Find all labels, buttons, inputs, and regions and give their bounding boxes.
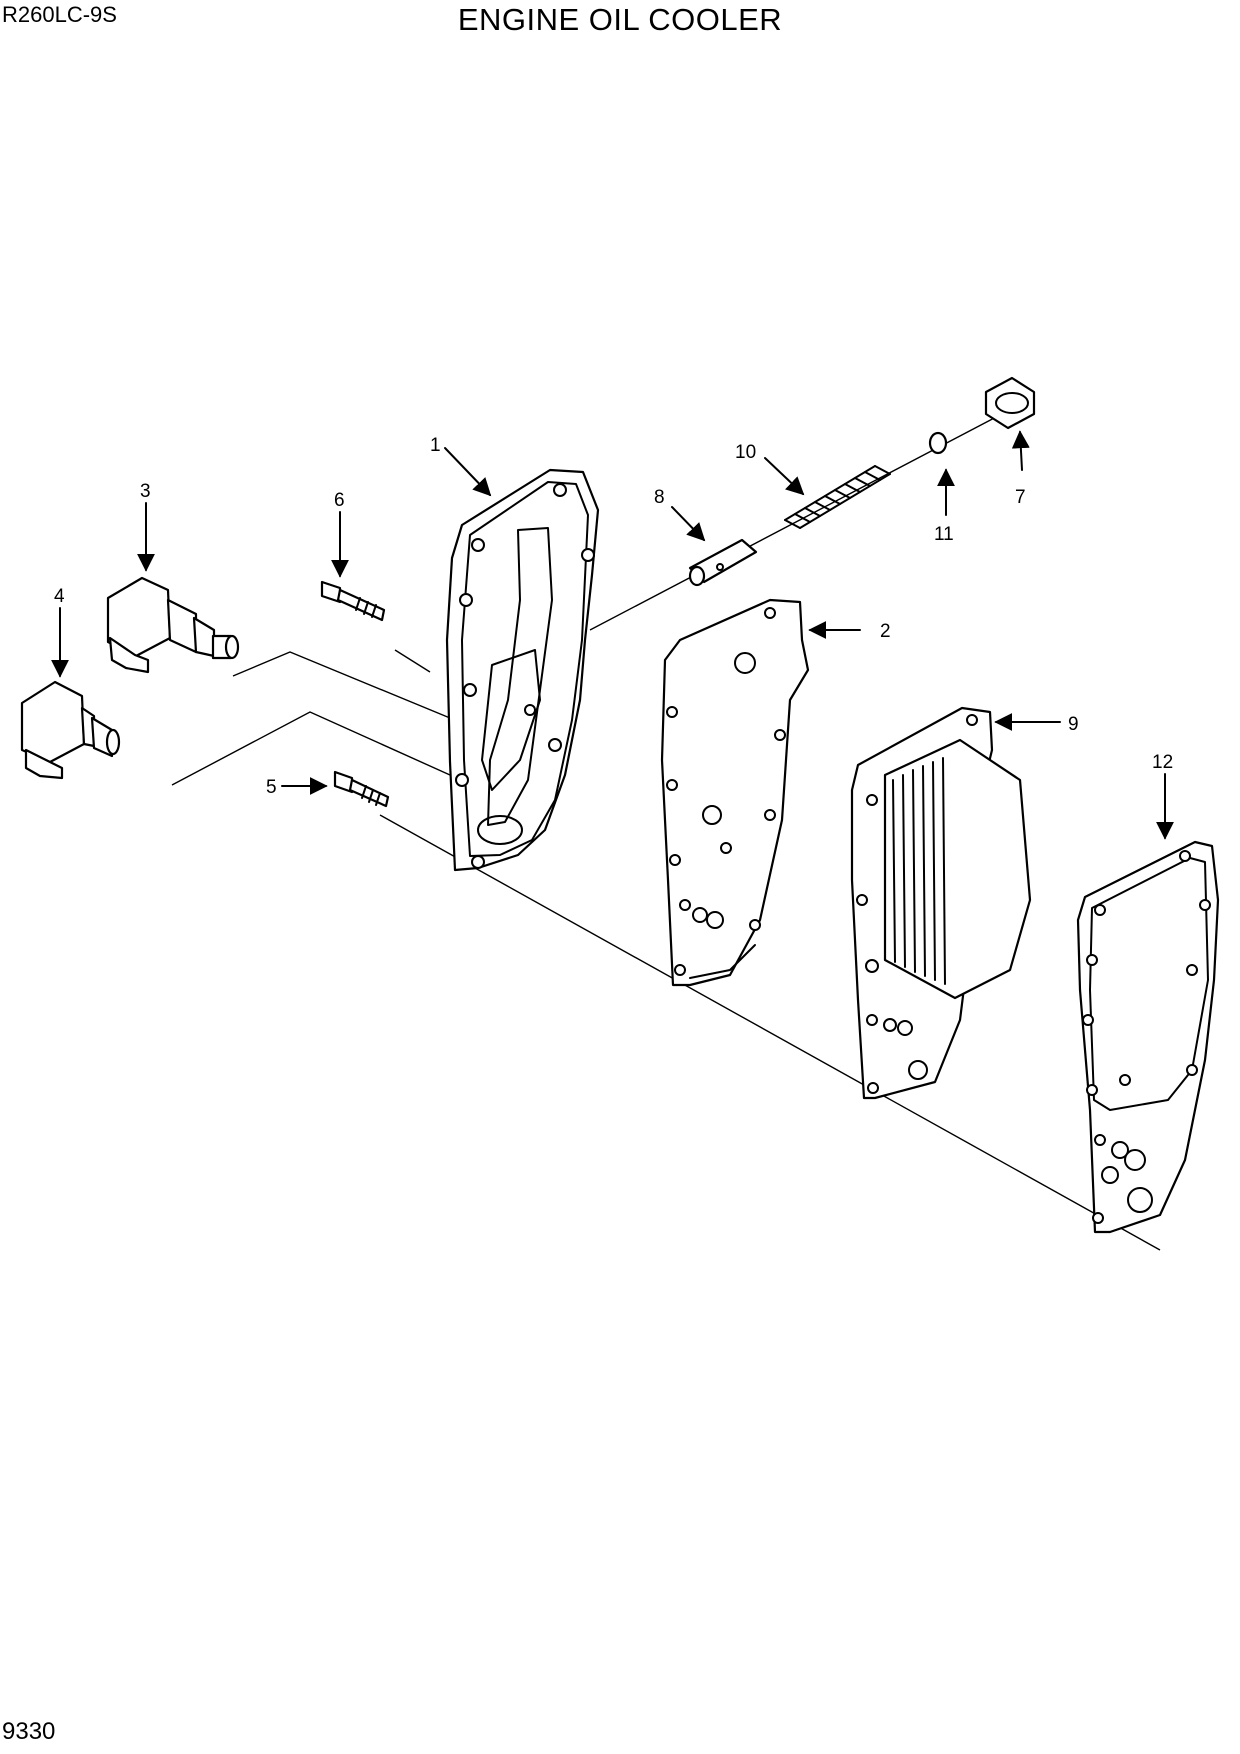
- callout-6: 6: [334, 490, 345, 511]
- part-11-o-ring: [928, 431, 948, 455]
- callout-4: 4: [54, 586, 65, 607]
- callout-10: 10: [735, 442, 756, 463]
- part-10-spring: [784, 465, 891, 529]
- callout-11: 11: [934, 524, 954, 545]
- callout-2: 2: [880, 621, 891, 642]
- part-4-sensor: [20, 680, 121, 780]
- model-code: R260LC-9S: [2, 2, 117, 27]
- part-8-valve: [688, 538, 758, 587]
- callout-7: 7: [1015, 487, 1026, 508]
- page-title: ENGINE OIL COOLER: [457, 2, 783, 37]
- part-5-bolt: [333, 770, 390, 808]
- part-12-gasket: [1076, 840, 1220, 1234]
- callout-9: 9: [1068, 714, 1079, 735]
- callout-8: 8: [654, 487, 665, 508]
- leader-arrows: [51, 430, 1174, 840]
- page-number: 9330: [2, 1718, 56, 1745]
- part-2-gasket: [660, 598, 810, 987]
- part-7-plug: [984, 376, 1036, 430]
- part-3-sensor: [106, 576, 240, 674]
- callout-1: 1: [430, 435, 441, 456]
- part-1-oil-cooler-housing: [445, 468, 600, 872]
- callout-12: 12: [1152, 752, 1173, 773]
- callout-5: 5: [266, 777, 277, 798]
- callout-labels: 1 2 3 4 5 6 7 8 9 10 11 12: [54, 435, 1173, 798]
- part-6-bolt: [320, 580, 386, 622]
- callout-3: 3: [140, 481, 151, 502]
- part-9-oil-cooler-core: [850, 706, 1032, 1100]
